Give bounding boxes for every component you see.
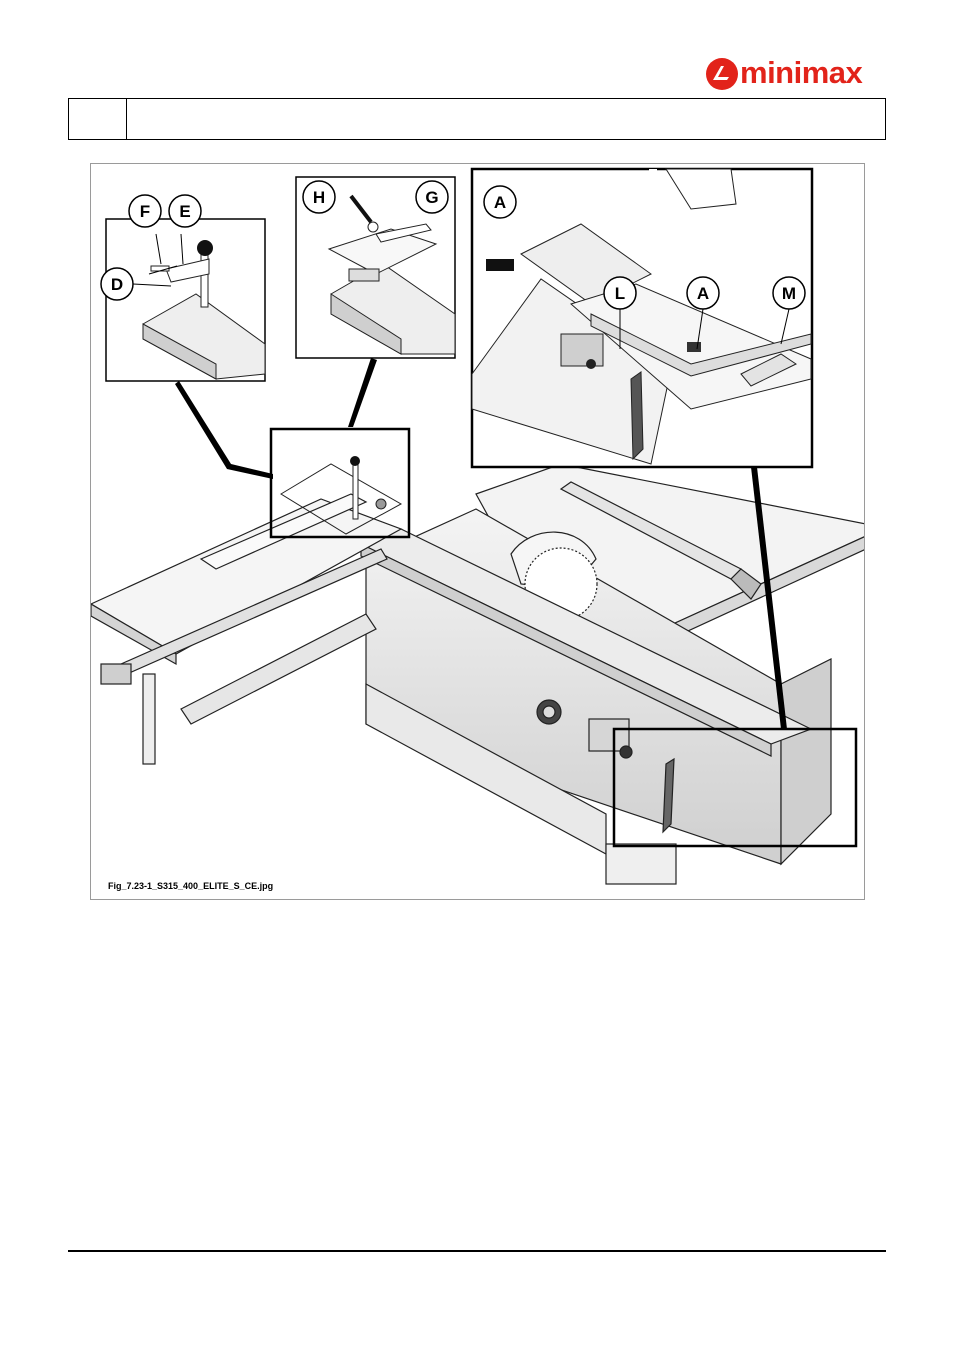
machine-drawing	[91, 464, 865, 884]
callout-m: M	[782, 284, 796, 303]
figure-caption: Fig_7.23-1_S315_400_ELITE_S_CE.jpg	[108, 881, 273, 891]
callout-e: E	[179, 202, 190, 221]
detail-clamp-def	[106, 219, 265, 381]
callout-a2: A	[697, 284, 709, 303]
minimax-logo-icon	[704, 56, 740, 92]
detail-focus-frame	[175, 358, 409, 537]
section-number-cell	[69, 99, 127, 139]
callout-l: L	[615, 284, 625, 303]
callout-g: G	[425, 188, 438, 207]
callout-a1: A	[494, 193, 506, 212]
brand-name: minimax	[740, 54, 862, 92]
footer-divider	[68, 1250, 886, 1252]
callout-f: F	[140, 202, 150, 221]
brand-logo: minimax	[704, 54, 884, 94]
callout-d: D	[111, 275, 123, 294]
section-header	[68, 98, 886, 140]
panel-saw-illustration: F E D H G A L A M	[91, 164, 865, 900]
technical-figure: F E D H G A L A M Fig_7.23-1_S315_400_EL…	[90, 163, 865, 900]
callout-h: H	[313, 188, 325, 207]
